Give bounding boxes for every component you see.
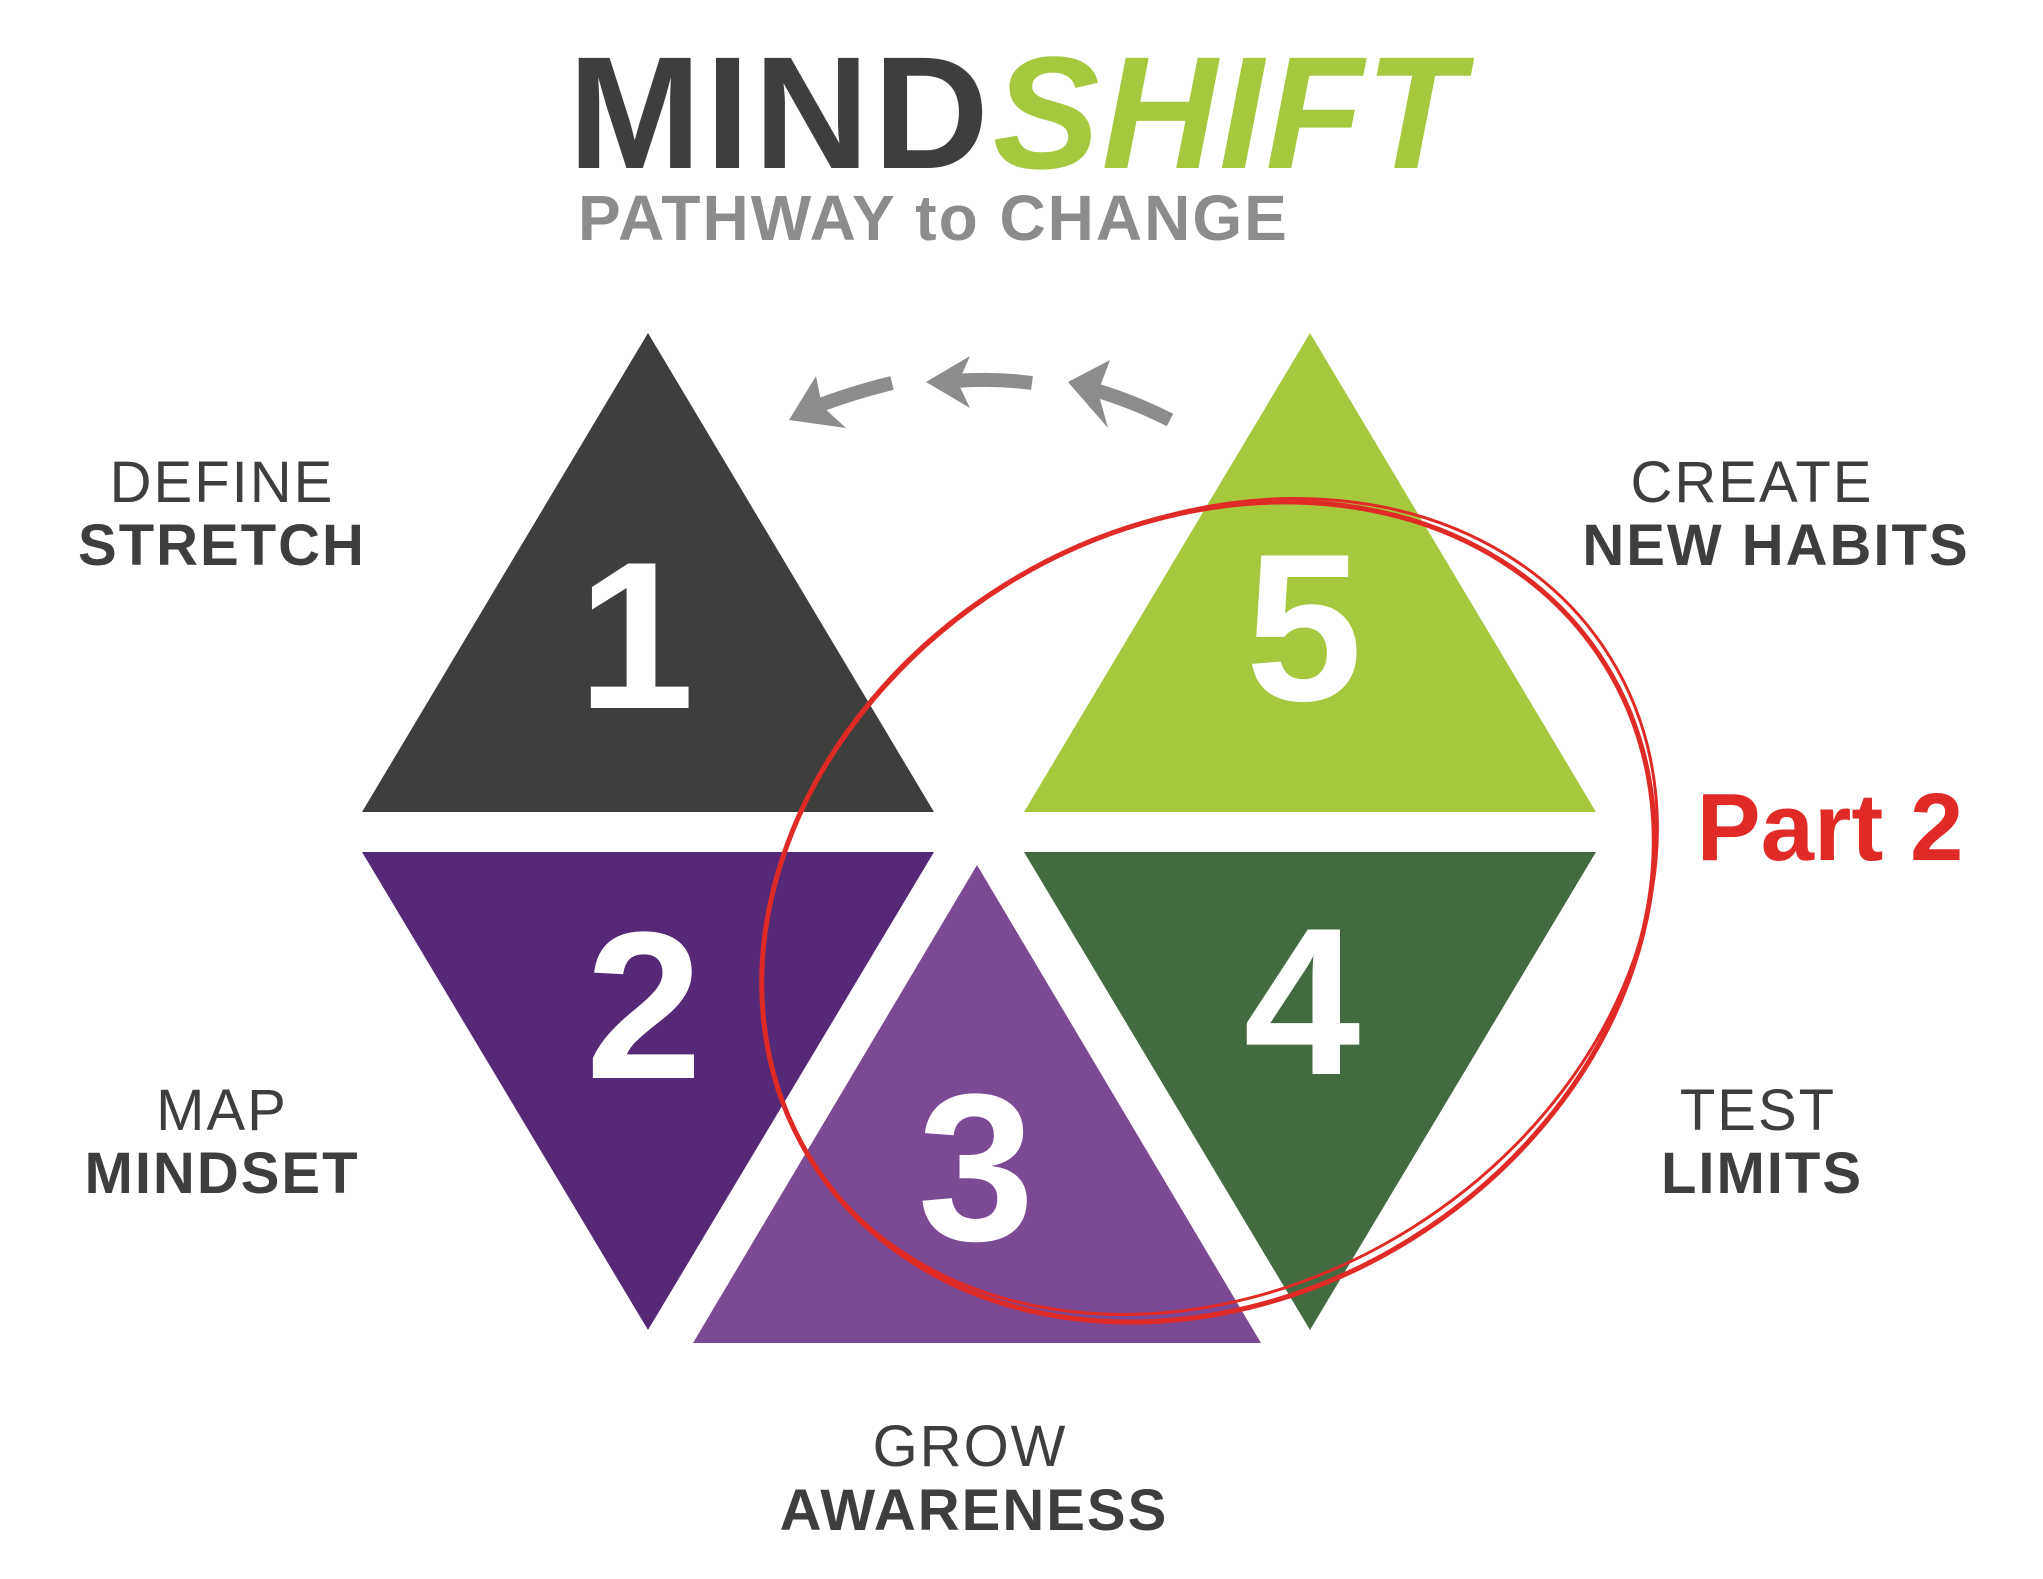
subtitle: PATHWAY to CHANGE [578,182,1289,254]
step-5-label-bottom: NEW HABITS [1582,513,1969,578]
step-2-number: 2 [586,888,703,1123]
curved-arrow-left-icon [1068,360,1174,428]
step-1-triangle [362,333,934,812]
title-shift: SHIFT [993,23,1474,202]
title: MINDSHIFT [568,23,1474,202]
step-4-label: TEST LIMITS [1661,1078,1863,1206]
step-4-label-top: TEST [1680,1078,1836,1143]
step-1-label: DEFINE STRETCH [78,450,366,578]
step-5-triangle [1024,333,1596,812]
step-2-label-bottom: MINDSET [85,1141,360,1206]
curved-arrow-left-icon [789,376,894,428]
step-1-label-bottom: STRETCH [78,513,366,578]
step-5-label: CREATE NEW HABITS [1582,450,1969,578]
step-4-number: 4 [1244,884,1361,1119]
step-1-label-top: DEFINE [110,450,335,515]
step-1-number: 1 [578,518,695,753]
step-3-label-top: GROW [873,1414,1068,1479]
title-mind: MIND [568,23,993,202]
step-3-triangle [693,865,1261,1343]
step-5-number: 5 [1246,510,1363,745]
step-2-triangle [362,852,934,1330]
part-2-highlight-ellipse [759,497,1659,1325]
step-3-label-bottom: AWARENESS [780,1478,1169,1543]
step-4-label-bottom: LIMITS [1661,1141,1863,1206]
part-2-label: Part 2 [1697,774,1964,881]
step-3-label: GROW AWARENESS [780,1414,1169,1543]
step-2-label: MAP MINDSET [85,1078,360,1206]
step-4-triangle [1024,852,1596,1330]
step-5-label-top: CREATE [1631,450,1874,515]
step-3-number: 3 [918,1050,1035,1285]
step-2-label-top: MAP [156,1078,288,1143]
cycle-arrows [789,356,1174,428]
curved-arrow-left-icon [926,356,1033,408]
